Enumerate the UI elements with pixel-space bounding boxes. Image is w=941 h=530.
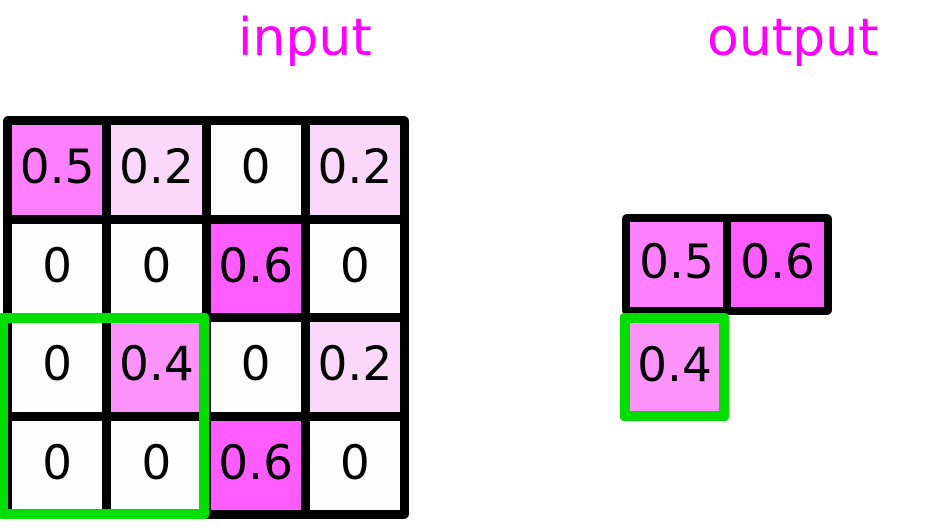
input-cell-value: 0 [42, 337, 73, 393]
input-cell-value: 0 [240, 337, 271, 393]
input-cell-r4c3[interactable]: 0.6 [210, 420, 301, 510]
input-cell-value: 0.6 [218, 238, 293, 294]
input-cell-value: 0.2 [317, 140, 393, 196]
input-cell-value: 0.2 [317, 337, 393, 393]
input-cell-r2c3[interactable]: 0.6 [210, 223, 301, 313]
input-cell-value: 0.6 [218, 435, 293, 491]
input-cell-r3c4[interactable]: 0.2 [309, 322, 400, 412]
input-cell-value: 0 [141, 435, 172, 491]
input-cell-r4c2[interactable]: 0 [111, 420, 202, 510]
input-cell-r2c2[interactable]: 0 [111, 223, 202, 313]
input-cell-r4c1[interactable]: 0 [12, 420, 103, 510]
input-cell-r1c4[interactable]: 0.2 [309, 125, 400, 215]
input-cell-value: 0 [339, 435, 370, 491]
output-active-cell[interactable]: 0.4 [620, 313, 729, 421]
input-title: input [238, 8, 372, 68]
input-cell-r4c4[interactable]: 0 [309, 420, 400, 510]
output-cell-value: 0.6 [740, 235, 815, 290]
input-cell-value: 0 [141, 238, 172, 294]
output-cell-value: 0.5 [639, 235, 714, 290]
output-grid: 0.5 0.6 [622, 214, 832, 315]
input-cell-value: 0.5 [19, 140, 95, 196]
output-grid-cells: 0.5 0.6 [622, 214, 832, 315]
output-cell-r1c1[interactable]: 0.5 [630, 222, 723, 307]
input-cell-r3c1[interactable]: 0 [12, 322, 103, 412]
input-cell-r3c2[interactable]: 0.4 [111, 322, 202, 412]
input-cell-r3c3[interactable]: 0 [210, 322, 301, 412]
input-cell-r1c3[interactable]: 0 [210, 125, 301, 215]
input-cell-r1c2[interactable]: 0.2 [111, 125, 202, 215]
input-grid-cells: 0.5 0.2 0 0.2 0 0 0.6 0 0 0.4 0 0.2 0 0 0.6 0 [3, 116, 409, 519]
input-cell-r1c1[interactable]: 0.5 [12, 125, 103, 215]
input-cell-value: 0.4 [119, 337, 194, 393]
output-title: output [707, 8, 879, 68]
input-cell-value: 0 [339, 238, 370, 294]
input-cell-value: 0 [240, 140, 271, 196]
input-cell-value: 0 [42, 435, 73, 491]
input-cell-r2c1[interactable]: 0 [12, 223, 103, 313]
output-active-cell-value: 0.4 [637, 337, 712, 393]
output-cell-r1c2[interactable]: 0.6 [731, 222, 824, 307]
input-cell-r2c4[interactable]: 0 [309, 223, 400, 313]
input-cell-value: 0 [42, 238, 73, 294]
input-cell-value: 0.2 [119, 140, 194, 196]
input-grid: 0.5 0.2 0 0.2 0 0 0.6 0 0 0.4 0 0.2 0 0 0.6 0 [3, 116, 409, 519]
